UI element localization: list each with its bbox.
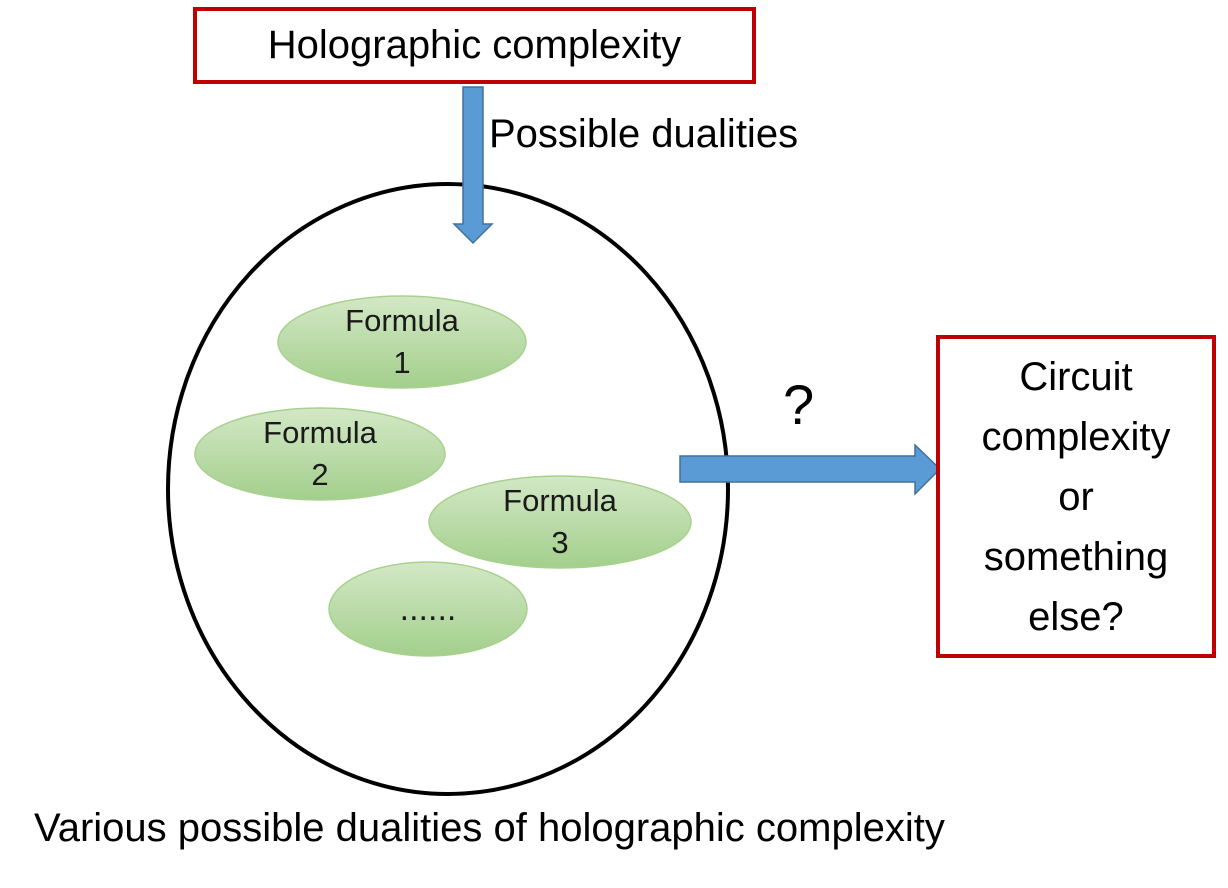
formula-1-title: Formula <box>345 303 459 338</box>
circuit-complexity-box: Circuit complexity or something else? <box>936 335 1216 658</box>
holographic-complexity-label: Holographic complexity <box>267 23 682 67</box>
right-arrow-shape <box>679 443 942 496</box>
right-box-line-1: Circuit <box>1019 354 1133 399</box>
diagram-caption: Various possible dualities of holographi… <box>34 806 945 850</box>
formula-2: Formula 2 <box>195 408 445 500</box>
formula-ellipsis-text: ...... <box>399 590 457 628</box>
formula-1: Formula 1 <box>278 296 526 388</box>
formula-3: Formula 3 <box>429 476 691 568</box>
possible-dualities-label: Possible dualities <box>489 112 799 156</box>
question-mark-label: ? <box>783 373 815 436</box>
formula-2-title: Formula <box>263 415 377 450</box>
formula-ellipse-ellipsis <box>328 561 528 657</box>
formula-ellipse-3 <box>428 475 692 569</box>
right-box-line-2: complexity <box>981 414 1171 459</box>
holographic-complexity-box: Holographic complexity <box>193 7 756 84</box>
formula-3-title: Formula <box>503 483 617 518</box>
formula-ellipse-1 <box>277 295 527 389</box>
right-box-line-4: something <box>983 534 1169 579</box>
formula-3-number: 3 <box>551 525 569 560</box>
formula-1-number: 1 <box>393 345 411 380</box>
formula-2-number: 2 <box>311 457 329 492</box>
right-box-line-3: or <box>1058 474 1094 519</box>
right-box-line-5: else? <box>1028 594 1124 639</box>
formula-ellipse-2 <box>194 407 446 501</box>
formula-ellipsis: ...... <box>329 562 527 656</box>
down-arrow-shape <box>452 86 494 245</box>
